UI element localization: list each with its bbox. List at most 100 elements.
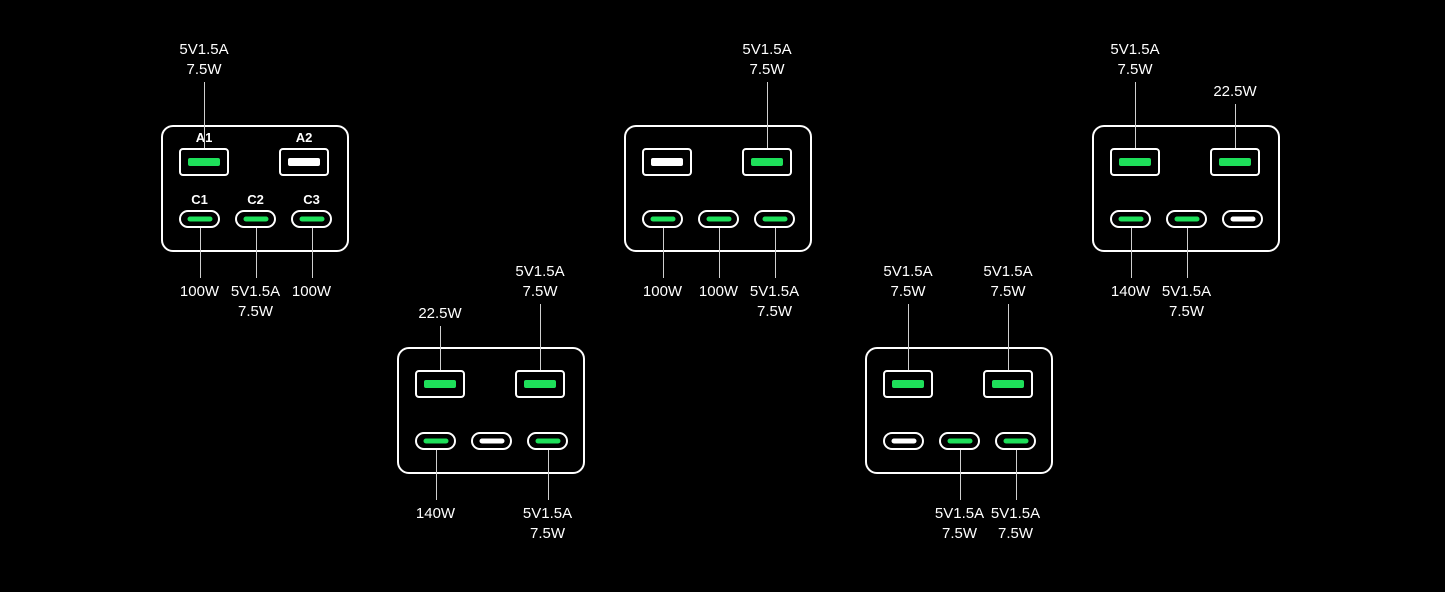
leader-line [719,228,720,278]
output-value: 140W [415,505,456,522]
output-value: 100W [291,283,332,300]
usb-c-port-c3 [995,432,1036,450]
usb-c-port-c3 [1222,210,1263,228]
port-label-c1: C1 [191,192,208,207]
output-label: 140W [416,504,455,524]
output-value: 140W [1110,283,1151,300]
usb-c-port-c2 [698,210,739,228]
active-port-indicator [1119,158,1151,166]
idle-port-indicator [891,438,916,444]
active-port-indicator [1174,216,1199,222]
leader-line [1008,304,1009,370]
output-value: 5V1.5A [522,505,573,522]
output-value: 100W [698,283,739,300]
output-value: 100W [642,283,683,300]
output-label: 100W [180,282,219,302]
output-value: 5V1.5A [749,283,800,300]
usb-c-port-c1 [883,432,924,450]
output-value: 5V1.5A [934,505,985,522]
output-value: 7.5W [890,283,926,300]
leader-line [436,450,437,500]
active-port-indicator [751,158,783,166]
active-port-indicator [706,216,731,222]
output-value: 7.5W [749,61,785,78]
output-value: 5V1.5A [883,263,933,280]
leader-line [540,304,541,370]
active-port-indicator [992,380,1024,388]
output-value: 7.5W [941,525,977,542]
active-port-indicator [524,380,556,388]
port-label-c3: C3 [303,192,320,207]
port-label-a2: A2 [295,130,313,145]
active-port-indicator [535,438,560,444]
output-value: 7.5W [1117,61,1153,78]
output-value: 7.5W [522,283,558,300]
output-value: 100W [179,283,220,300]
leader-line [1235,104,1236,148]
active-port-indicator [1003,438,1028,444]
leader-line [1135,82,1136,148]
usb-a-port-a2 [742,148,792,176]
output-label: 100W [699,282,738,302]
leader-line [767,82,768,148]
active-port-indicator [762,216,787,222]
output-value: 5V1.5A [983,263,1033,280]
usb-a-port-a2 [983,370,1033,398]
output-value: 7.5W [529,525,565,542]
usb-a-port-a2 [1210,148,1260,176]
output-label: 5V1.5A 7.5W [750,282,799,322]
output-label: 22.5W [418,304,461,324]
leader-line [1131,228,1132,278]
active-port-indicator [187,216,212,222]
idle-port-indicator [288,158,320,166]
active-port-indicator [1219,158,1251,166]
usb-c-port-c1 [642,210,683,228]
output-value: 22.5W [418,305,462,322]
output-value: 7.5W [1168,303,1204,320]
usb-c-port-c3 [754,210,795,228]
usb-c-port-c2 [1166,210,1207,228]
output-value: 7.5W [186,61,222,78]
active-port-indicator [892,380,924,388]
leader-line [663,228,664,278]
leader-line [312,228,313,278]
output-label: 100W [292,282,331,302]
output-value: 7.5W [997,525,1033,542]
output-value: 5V1.5A [990,505,1041,522]
output-label: 5V1.5A 7.5W [179,40,228,80]
charger-outline [865,347,1053,474]
usb-a-port-a2 [279,148,329,176]
output-value: 5V1.5A [1161,283,1212,300]
output-label: 5V1.5A 7.5W [991,504,1040,544]
usb-c-port-c3 [527,432,568,450]
active-port-indicator [650,216,675,222]
output-value: 22.5W [1213,83,1257,100]
active-port-indicator [424,380,456,388]
charger-outline: A1A2C1C2C3 [161,125,349,252]
leader-line [440,326,441,370]
usb-c-port-c2 [471,432,512,450]
idle-port-indicator [479,438,504,444]
leader-line [775,228,776,278]
idle-port-indicator [651,158,683,166]
leader-line [908,304,909,370]
output-label: 22.5W [1213,82,1256,102]
usb-c-port-c2 [939,432,980,450]
usb-a-port-a1 [179,148,229,176]
active-port-indicator [188,158,220,166]
output-value: 7.5W [237,303,273,320]
usb-a-port-a1 [415,370,465,398]
leader-line [204,82,205,148]
usb-a-port-a1 [642,148,692,176]
output-value: 5V1.5A [179,41,229,58]
output-label: 5V1.5A 7.5W [523,504,572,544]
charger-outline [624,125,812,252]
output-value: 7.5W [756,303,792,320]
output-label: 100W [643,282,682,302]
usb-c-port-c1 [179,210,220,228]
usb-a-port-a1 [883,370,933,398]
